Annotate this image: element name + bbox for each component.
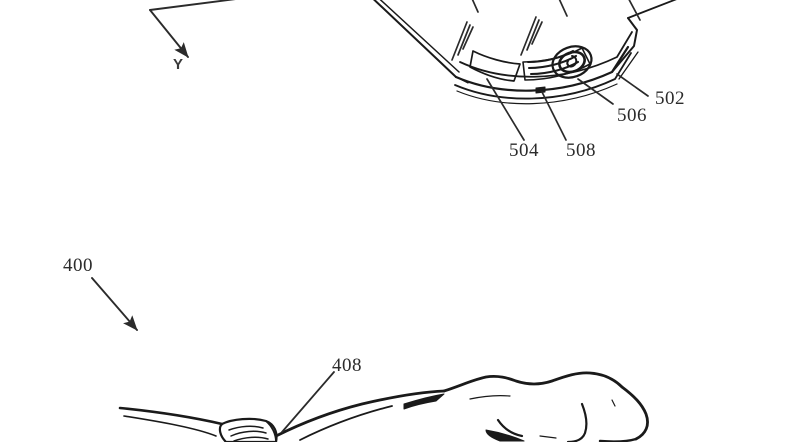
hand-side-crease [299,405,393,441]
device-left-edge-outer [373,0,457,78]
reference-numeral-504: 504 [509,140,539,161]
round-home-button [551,45,593,79]
device-microphone-port [535,86,546,94]
forearm-top-edge [118,406,224,426]
thumb-web-shadow [403,393,445,410]
wrist-worn-band [218,417,278,442]
device-display-panel [469,50,521,82]
reference-numeral-408: 408 [332,355,362,376]
leader-400-arrow [91,277,138,331]
knuckle-ridge [442,371,624,393]
band-clasp-edge [265,420,277,442]
device-bottom-rim-edge [456,83,618,105]
device-top-edge [627,0,677,19]
mobile-device-body [373,0,677,105]
hand-back-upper-contour [274,389,446,438]
axis-label-y: Y [173,56,184,73]
axis-y-line [149,9,189,58]
device-right-corner [611,17,638,73]
band-texture [228,425,269,442]
reference-numeral-400: 400 [63,255,93,276]
lower-callout-leaders [281,371,335,433]
device-front-bezel-curve [459,31,633,78]
axis-arm-top [149,0,236,11]
device-right-corner-thickness [618,51,639,80]
leader-506 [577,78,614,105]
fist-outer-right [620,385,649,441]
reference-numeral-502: 502 [655,88,685,109]
leader-502 [616,73,649,97]
reference-numeral-508: 508 [566,140,596,161]
finger-crease-1 [566,402,588,442]
upper-callout-leaders [471,0,649,141]
reference-numeral-506: 506 [617,105,647,126]
vibration-hatch-marks [451,16,543,61]
finger-crease-2 [496,418,524,438]
leader-upper-b [558,0,568,17]
leader-508 [541,91,567,141]
leader-upper-c [628,0,641,21]
finger-fold-shadow [485,429,525,442]
leader-408 [281,371,335,433]
forearm-lower-edge [123,415,217,437]
leader-upper-a [471,0,479,13]
hand-detail-ticks [469,395,616,439]
lower-figure-leader-400 [91,277,138,331]
device-bottom-rim-thickness [454,52,632,100]
hand-assembly [118,371,649,442]
fist-bottom-right [598,437,638,442]
leader-504 [486,78,525,141]
device-left-edge-inner [379,0,460,73]
axis-system [149,0,236,58]
device-left-notch [461,79,469,84]
